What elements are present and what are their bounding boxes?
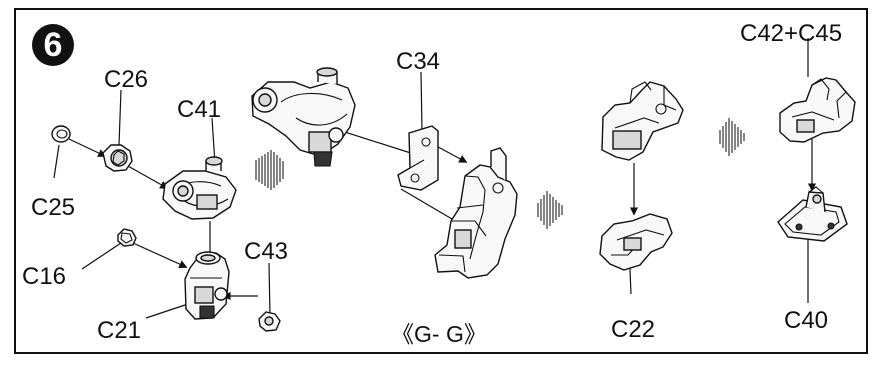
hatched-left-arrow-icon — [719, 118, 745, 156]
lower-hip-block-icon — [184, 251, 230, 320]
leader-c16 — [81, 242, 122, 270]
step-number-badge: 6 — [32, 24, 74, 66]
bracket-plate-icon — [397, 125, 439, 191]
top-bracket-icon — [779, 77, 856, 143]
leader-c34 — [420, 71, 423, 132]
part-label-c43: C43 — [244, 238, 289, 265]
base-plate-icon — [777, 186, 848, 242]
part-label-c21: C21 — [97, 317, 142, 344]
leader-c25 — [53, 144, 60, 179]
part-label-c41: C41 — [177, 96, 222, 123]
view-label: 《G- G》 — [391, 321, 487, 347]
leader-c26 — [118, 89, 122, 146]
bolt-cap-icon — [117, 228, 137, 247]
leader-c21 — [145, 302, 192, 319]
part-label-c42-c45: C42+C45 — [740, 20, 843, 47]
part-label-c25: C25 — [31, 194, 76, 221]
part-label-c34: C34 — [396, 48, 441, 75]
part-label-c16: C16 — [22, 263, 67, 290]
hatched-left-arrow-icon — [537, 191, 563, 229]
hatched-right-arrow-icon — [255, 150, 284, 190]
assembly-line-c16-c21 — [132, 242, 188, 269]
upper-mount-icon — [601, 81, 684, 161]
joint-housing-icon — [162, 156, 237, 220]
assembly-line-c25-c26 — [68, 138, 107, 157]
leg-frame-icon — [434, 147, 518, 279]
assembly-line-c26-c41 — [127, 165, 169, 189]
part-label-c22: C22 — [611, 316, 656, 343]
leader-c43 — [268, 262, 271, 318]
small-joint-block-icon — [599, 213, 673, 271]
part-label-c40: C40 — [784, 307, 829, 334]
assembled-leg-joint-icon — [251, 67, 356, 167]
gear-knob-icon — [102, 144, 133, 172]
instruction-frame — [14, 8, 868, 354]
bolt-cap-icon — [258, 311, 281, 332]
part-label-c26: C26 — [104, 66, 149, 93]
round-cap-icon — [51, 125, 71, 143]
assembly-line-bracket-lower — [400, 188, 453, 220]
